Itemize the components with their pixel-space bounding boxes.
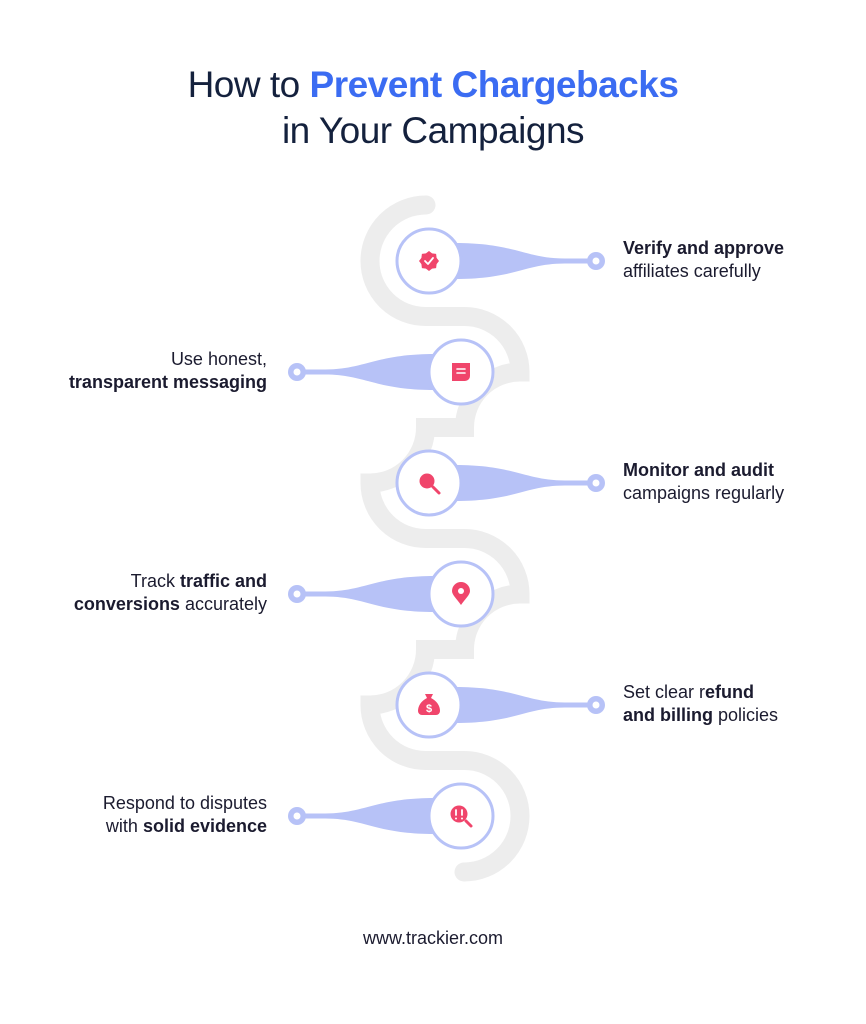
winding-track bbox=[360, 195, 530, 882]
connector-3 bbox=[455, 465, 596, 501]
step-label-5: Set clear refund and billing policies bbox=[623, 681, 866, 727]
step-node-2 bbox=[427, 338, 495, 406]
connector-end-hole bbox=[592, 701, 600, 709]
step-label-4: Track traffic and conversions accurately bbox=[7, 570, 267, 616]
title-line-1: How to Prevent Chargebacks bbox=[0, 62, 866, 108]
connector-end-hole bbox=[293, 590, 301, 598]
label-part: traffic and bbox=[179, 571, 267, 591]
location-pin-icon bbox=[452, 582, 470, 605]
title-prefix: How to bbox=[187, 64, 310, 105]
label-part: solid evidence bbox=[142, 816, 267, 836]
verified-badge-icon bbox=[419, 251, 439, 271]
step-node-3 bbox=[395, 449, 463, 517]
step-label-6: Respond to disputes with solid evidence bbox=[7, 792, 267, 838]
label-part: Respond to disputes bbox=[102, 793, 267, 813]
label-part: conversions bbox=[73, 594, 180, 614]
label-part: policies bbox=[713, 705, 779, 725]
connectors bbox=[288, 243, 605, 834]
connector-end-hole bbox=[293, 812, 301, 820]
step-node-6 bbox=[427, 782, 495, 850]
connector-5 bbox=[455, 687, 596, 723]
label-part: efund bbox=[705, 682, 755, 702]
label-part: accurately bbox=[179, 594, 267, 614]
step-node-5: $ bbox=[395, 671, 463, 739]
connector-end-hole bbox=[293, 368, 301, 376]
label-part: Use honest, bbox=[170, 349, 267, 369]
title-line-2: in Your Campaigns bbox=[281, 110, 585, 151]
label-part: and billing bbox=[623, 705, 713, 725]
connector-2 bbox=[297, 354, 435, 390]
label-part: with bbox=[105, 816, 143, 836]
message-bubble-icon bbox=[452, 363, 470, 381]
label-part: Verify and approve bbox=[623, 238, 785, 258]
search-icon bbox=[419, 473, 441, 495]
step-label-3: Monitor and audit campaigns regularly bbox=[623, 459, 866, 505]
label-part: Set clear r bbox=[623, 682, 706, 702]
step-nodes: $ bbox=[395, 227, 495, 850]
label-part: Monitor and audit bbox=[623, 460, 774, 480]
svg-text:$: $ bbox=[426, 703, 432, 715]
connector-1 bbox=[455, 243, 596, 279]
connector-end-hole bbox=[592, 257, 600, 265]
step-label-1: Verify and approve affiliates carefully bbox=[623, 237, 866, 283]
evidence-search-icon bbox=[450, 805, 473, 828]
label-part: affiliates carefully bbox=[623, 261, 761, 281]
label-part: transparent messaging bbox=[68, 372, 267, 392]
connector-end-hole bbox=[592, 479, 600, 487]
step-node-4 bbox=[427, 560, 495, 628]
step-label-2: Use honest, transparent messaging bbox=[7, 348, 267, 394]
label-part: Track bbox=[130, 571, 180, 591]
connector-6 bbox=[297, 798, 435, 834]
money-bag-icon: $ bbox=[418, 694, 440, 715]
connector-4 bbox=[297, 576, 435, 612]
title-accent: Prevent Chargebacks bbox=[309, 64, 679, 105]
label-part: campaigns regularly bbox=[623, 483, 785, 503]
page-title: How to Prevent Chargebacks in Your Campa… bbox=[0, 62, 866, 154]
step-node-1 bbox=[395, 227, 463, 295]
track-path bbox=[360, 195, 530, 882]
footer-url: www.trackier.com bbox=[362, 928, 504, 948]
